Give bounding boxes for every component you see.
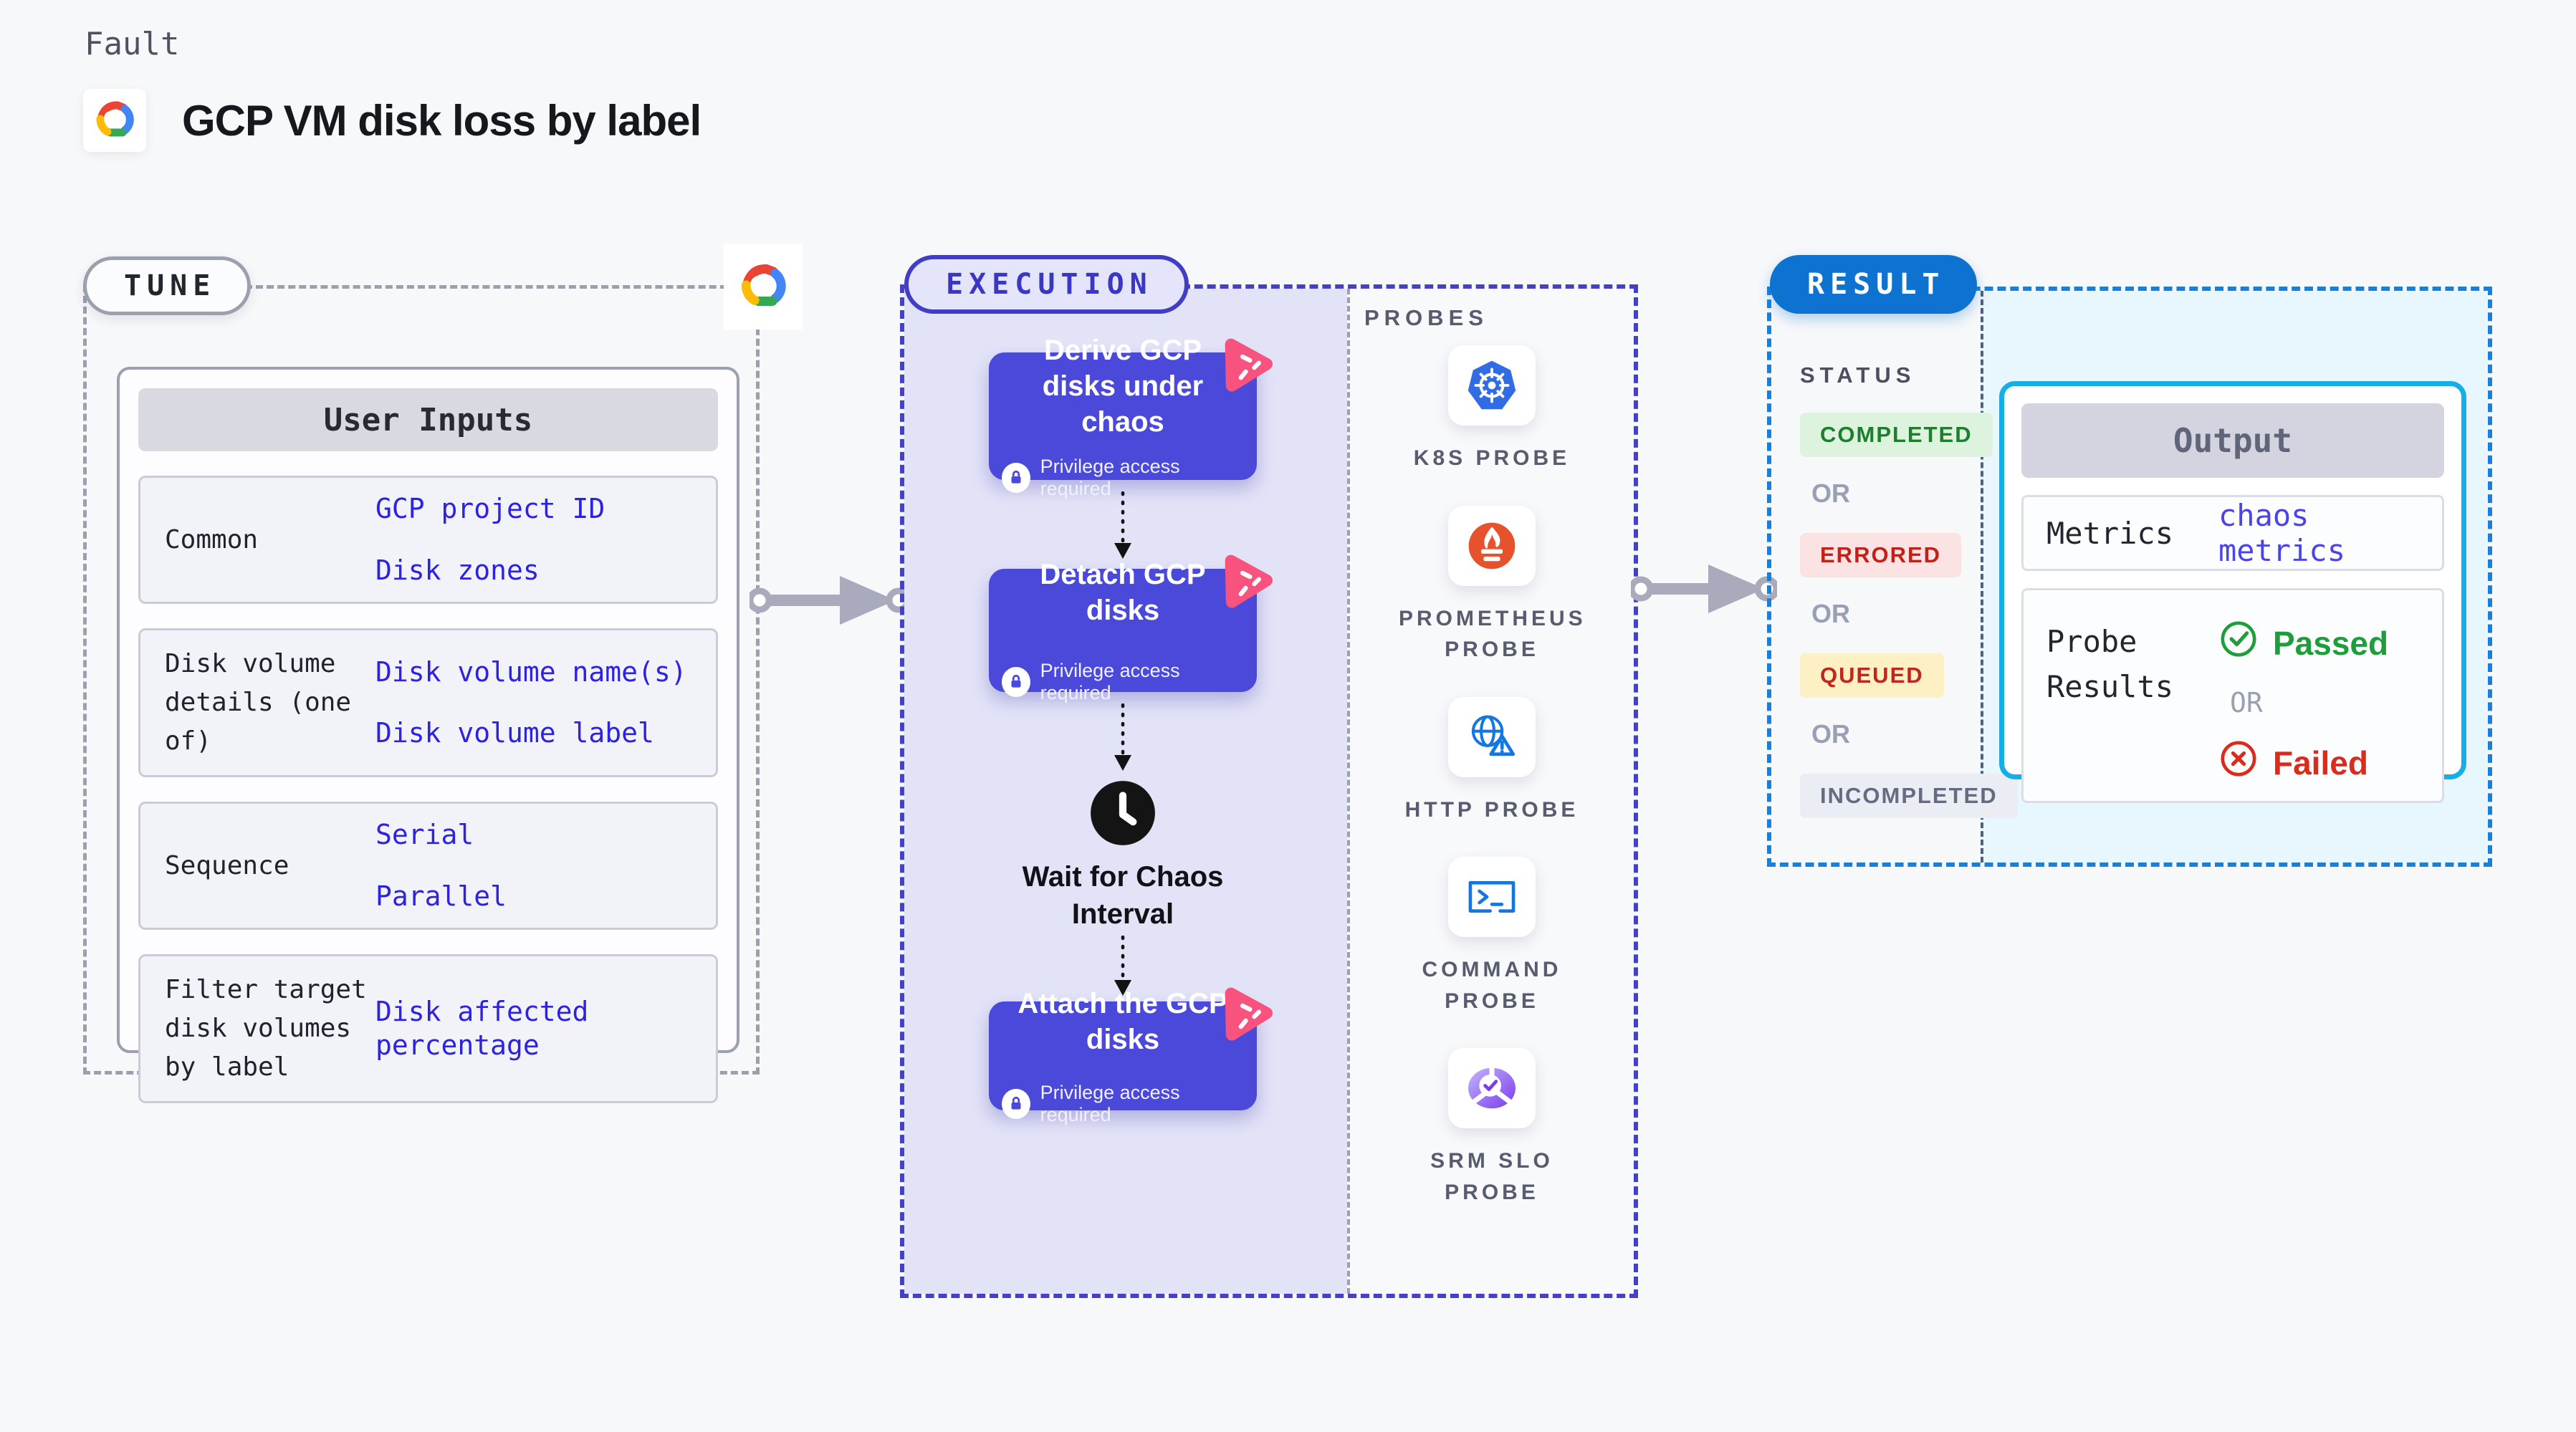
status-badge-incompleted: INCOMPLETED (1800, 774, 2018, 818)
page-title: GCP VM disk loss by label (182, 97, 702, 145)
input-row-label: Sequence (165, 850, 289, 880)
dotted-arrow-icon (1114, 491, 1131, 559)
input-row-filter-by-label: Filter target disk volumes by label Disk… (138, 954, 718, 1103)
chaos-fault-icon (1211, 544, 1282, 615)
dotted-arrow-icon (1114, 703, 1131, 771)
arrow-execution-to-result (1631, 564, 1777, 613)
output-title: Output (2021, 403, 2444, 478)
step-title: Derive GCP disks under chaos (1042, 335, 1204, 438)
privilege-note: Privilege access required (1040, 456, 1180, 499)
gcp-cloud-icon (91, 100, 138, 142)
step-title: Attach the GCP disks (1018, 988, 1228, 1055)
or-label: OR (2230, 687, 2263, 719)
input-row-label: Filter target disk volumes by label (165, 975, 367, 1082)
probe-results-label: Probe Results (2046, 624, 2174, 704)
privilege-note: Privilege access required (1040, 1082, 1180, 1125)
chaos-metrics-link[interactable]: chaos metrics (2218, 498, 2346, 568)
probe-item-prometheus: PROMETHEUS PROBE (1399, 505, 1586, 665)
input-link-disk-zones[interactable]: Disk zones (375, 554, 540, 586)
probe-label: COMMAND PROBE (1422, 958, 1562, 1013)
input-link-disk-volume-label[interactable]: Disk volume label (375, 717, 654, 749)
lock-icon (1002, 463, 1030, 493)
input-row-label: Common (165, 524, 259, 554)
lock-icon (1002, 667, 1030, 697)
http-globe-warning-icon (1448, 696, 1536, 777)
user-inputs-panel: User Inputs Common GCP project ID Disk z… (117, 367, 739, 1103)
execution-badge: EXECUTION (904, 255, 1189, 314)
result-badge: RESULT (1770, 255, 1977, 314)
lock-icon (1002, 1089, 1030, 1119)
or-label: OR (1811, 719, 1850, 749)
fault-kicker: Fault (85, 26, 180, 62)
privilege-note: Privilege access required (1040, 660, 1180, 703)
step-attach-gcp-disks: Attach the GCP disks Privilege access re… (989, 987, 1273, 1125)
dotted-arrow-icon (1114, 936, 1131, 996)
input-link-parallel[interactable]: Parallel (375, 880, 507, 912)
status-column: STATUS COMPLETED OR ERRORED OR QUEUED OR… (1800, 362, 2018, 818)
probe-item-srm-slo: SRM SLO PROBE (1399, 1048, 1585, 1208)
probe-item-http: HTTP PROBE (1399, 696, 1585, 826)
input-link-serial[interactable]: Serial (375, 819, 474, 850)
metrics-label: Metrics (2046, 515, 2174, 551)
probes-title: PROBES (1364, 305, 1488, 330)
metrics-row: Metrics chaos metrics (2021, 495, 2444, 571)
input-link-disk-volume-names[interactable]: Disk volume name(s) (375, 655, 687, 688)
probe-item-k8s: K8S PROBE (1399, 345, 1585, 474)
status-badge-queued: QUEUED (1800, 653, 1944, 698)
or-label: OR (1811, 599, 1850, 628)
input-row-sequence: Sequence Serial Parallel (138, 802, 718, 930)
user-inputs-title: User Inputs (138, 388, 718, 451)
probe-label: HTTP PROBE (1404, 797, 1579, 822)
input-link-gcp-project-id[interactable]: GCP project ID (375, 493, 605, 524)
step-title: Detach GCP disks (1040, 559, 1206, 626)
gcp-cloud-icon (735, 262, 791, 312)
prometheus-icon (1448, 505, 1536, 586)
slo-gauge-check-icon (1448, 1048, 1536, 1128)
probe-results-row: Probe Results Passed OR (2021, 588, 2444, 803)
step-detach-gcp-disks: Detach GCP disks Privilege access requir… (989, 554, 1273, 703)
arrow-tune-to-execution (750, 576, 909, 625)
step-derive-gcp-disks: Derive GCP disks under chaos Privilege a… (989, 335, 1273, 499)
input-row-common: Common GCP project ID Disk zones (138, 476, 718, 604)
input-row-label: Disk volume details (one of) (165, 649, 352, 756)
failed-label: Failed (2273, 744, 2368, 782)
probe-label: K8S PROBE (1413, 446, 1571, 470)
probe-item-command: COMMAND PROBE (1399, 857, 1585, 1017)
or-label: OR (1811, 479, 1850, 508)
status-title: STATUS (1800, 362, 1916, 388)
probe-label: SRM SLO PROBE (1430, 1149, 1553, 1204)
check-circle-icon (2218, 619, 2259, 667)
output-card: Output Metrics chaos metrics Probe Resul… (1999, 381, 2466, 803)
chaos-fault-icon (1211, 328, 1282, 399)
terminal-icon (1448, 857, 1536, 937)
probe-list: K8S PROBE PROMETHEUS PROBE HTTP PROBE (1349, 345, 1635, 1208)
wait-for-chaos-interval-label: Wait for Chaos Interval (1022, 861, 1224, 930)
gcp-corner-badge (724, 244, 803, 330)
input-link-disk-affected-percentage[interactable]: Disk affected percentage (375, 995, 589, 1062)
status-badge-errored: ERRORED (1800, 533, 1962, 577)
probe-label: PROMETHEUS PROBE (1399, 606, 1586, 662)
status-badge-completed: COMPLETED (1800, 413, 1993, 457)
kubernetes-icon (1448, 345, 1536, 426)
clock-icon (1088, 778, 1158, 848)
gcp-logo-badge (83, 89, 146, 152)
tune-badge: TUNE (83, 256, 252, 315)
input-row-disk-volume-details: Disk volume details (one of) Disk volume… (138, 628, 718, 777)
x-circle-icon (2218, 739, 2259, 787)
passed-label: Passed (2273, 624, 2389, 662)
chaos-fault-icon (1211, 977, 1282, 1048)
